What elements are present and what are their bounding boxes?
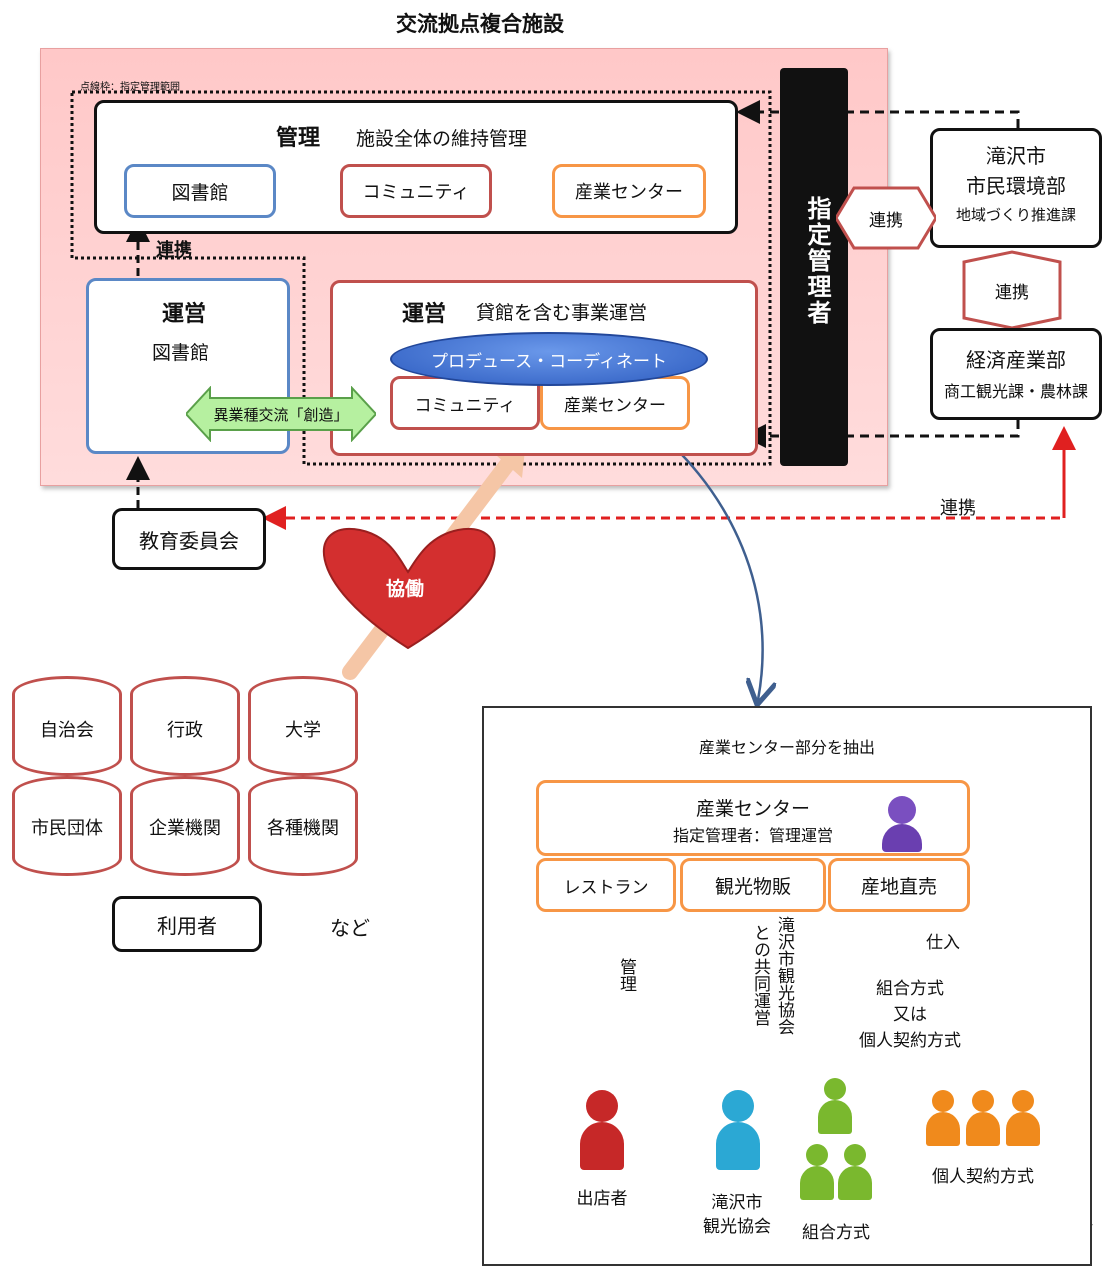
tenant-person-icon — [580, 1090, 624, 1174]
user-cylinder-5 — [130, 776, 240, 876]
heart-shape — [322, 527, 496, 650]
management-range-note: 点線枠：指定管理範囲 — [80, 82, 180, 93]
renkei-hex-horizontal: 連携 — [836, 186, 936, 250]
extract-center-line2: 指定管理者：管理運営 — [672, 826, 833, 845]
user-cylinder-3 — [248, 676, 358, 776]
unei-main-heading: 運営 — [402, 302, 447, 327]
collab-label: 協働 — [386, 578, 425, 600]
joint-vertical-label-1: 滝沢市観光協会 — [774, 916, 794, 1035]
union-person-icon-3 — [838, 1144, 872, 1204]
designated-manager-bar — [780, 68, 848, 466]
method-line3: 個人契約方式 — [859, 1031, 961, 1051]
joint-vertical-label-2: との共同運営 — [750, 924, 770, 1026]
direct-sale-box: 産地直売 — [828, 858, 970, 912]
union-label: 組合方式 — [802, 1223, 870, 1243]
kanri-vertical-label: 管理 — [616, 958, 636, 992]
city-env-box — [930, 128, 1102, 248]
users-label-box: 利用者 — [112, 896, 262, 952]
extract-center-line1: 産業センター — [695, 798, 810, 820]
kanri-library: 図書館 — [124, 164, 276, 218]
restaurant-box: レストラン — [536, 858, 676, 912]
exchange-arrow: 異業種交流「創造」 — [186, 386, 376, 442]
city-env-line2: 市民環境部 — [966, 174, 1066, 198]
renkei-red-label: 連携 — [940, 498, 976, 519]
user-cylinder-6 — [248, 776, 358, 876]
assoc-line1: 滝沢市 — [711, 1193, 763, 1213]
extract-title: 産業センター部分を抽出 — [698, 738, 875, 757]
user-label-6: 各種機関 — [267, 818, 339, 839]
kanri-heading: 管理 — [276, 126, 321, 151]
assoc-line2: 観光協会 — [703, 1217, 771, 1237]
exchange-label: 異業種交流「創造」 — [213, 406, 349, 424]
user-cylinder-2 — [130, 676, 240, 776]
renkei-hex-vertical: 連携 — [962, 250, 1062, 330]
souvenir-box: 観光物販 — [680, 858, 826, 912]
user-label-2: 行政 — [167, 720, 203, 741]
renkei-hex-vertical-label: 連携 — [995, 283, 1029, 303]
manager-person-icon — [882, 796, 922, 856]
produce-ellipse: プロデュース・コーディネート — [390, 332, 708, 386]
user-cylinder-4 — [12, 776, 122, 876]
unei-main-desc: 貸館を含む事業運営 — [476, 302, 648, 324]
board-of-education-box: 教育委員会 — [112, 508, 266, 570]
designated-manager-label: 指定管理者 — [803, 196, 831, 326]
user-label-3: 大学 — [285, 720, 321, 741]
shiire-label: 仕入 — [926, 933, 960, 953]
renkei-library-label: 連携 — [156, 240, 192, 261]
user-label-5: 企業機関 — [149, 818, 221, 839]
econ-box — [930, 328, 1102, 420]
management-range-outline — [70, 90, 772, 466]
kanri-desc: 施設全体の維持管理 — [356, 128, 528, 150]
individual-label: 個人契約方式 — [932, 1167, 1034, 1187]
user-cylinder-1 — [12, 676, 122, 776]
econ-line1: 経済産業部 — [966, 348, 1066, 372]
kanri-community: コミュニティ — [340, 164, 492, 218]
kanri-industry: 産業センター — [552, 164, 706, 218]
econ-line2: 商工観光課・農林課 — [943, 382, 1088, 401]
individual-person-icon-2 — [966, 1090, 1000, 1150]
unei-library-heading: 運営 — [162, 302, 207, 327]
red-dashed-link — [262, 432, 1066, 530]
etc-label: など — [330, 916, 370, 940]
tenant-label: 出店者 — [576, 1189, 628, 1209]
diagram-title: 交流拠点複合施設 — [396, 12, 564, 36]
individual-person-icon-1 — [926, 1090, 960, 1150]
user-label-4: 市民団体 — [31, 818, 103, 839]
unei-library-name: 図書館 — [152, 342, 210, 364]
method-line2: 又は — [893, 1005, 927, 1025]
union-person-icon-2 — [800, 1144, 834, 1204]
city-env-line1: 滝沢市 — [986, 144, 1046, 168]
union-person-icon-1 — [818, 1078, 852, 1138]
tourism-assoc-person-icon — [716, 1090, 760, 1174]
user-label-1: 自治会 — [40, 720, 94, 741]
method-line1: 組合方式 — [876, 979, 944, 999]
individual-person-icon-3 — [1006, 1090, 1040, 1150]
renkei-hex-horizontal-label: 連携 — [869, 211, 903, 231]
city-env-line3: 地域づくり推進課 — [955, 206, 1076, 224]
